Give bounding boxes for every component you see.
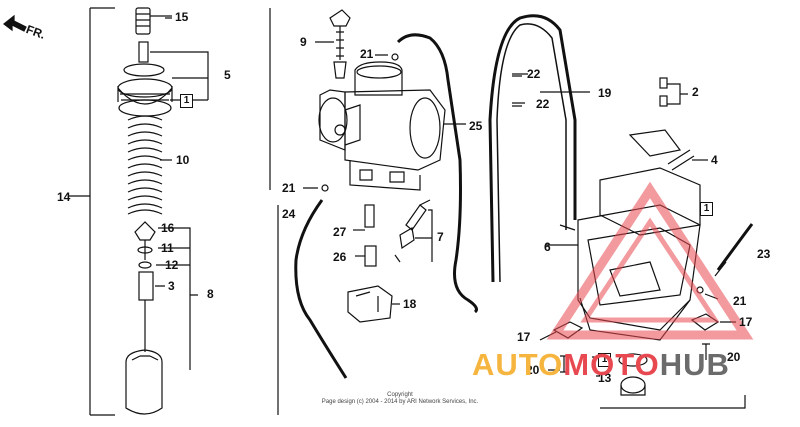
part-label-15[interactable]: 15 xyxy=(175,10,189,24)
part-label-2[interactable]: 2 xyxy=(692,85,699,99)
part-label-21a[interactable]: 21 xyxy=(360,47,374,61)
part-2-pin xyxy=(659,77,688,107)
part-23-hose xyxy=(716,223,754,271)
part-label-16[interactable]: 16 xyxy=(161,221,175,235)
part-26-jet xyxy=(355,245,377,267)
part-19-cable-b xyxy=(496,23,567,283)
frame-a xyxy=(89,7,115,416)
part-label-9[interactable]: 9 xyxy=(300,35,307,49)
part-label-22b[interactable]: 22 xyxy=(536,97,550,111)
part-label-27[interactable]: 27 xyxy=(333,225,347,239)
watermark-part-moto: MOTO xyxy=(563,347,660,382)
part-16-needle-holder xyxy=(134,221,191,370)
part-label-20b[interactable]: 20 xyxy=(727,350,741,364)
part-label-6[interactable]: 6 xyxy=(544,240,551,254)
frame-b xyxy=(269,8,746,415)
part-label-10[interactable]: 10 xyxy=(176,153,190,167)
part-label-1b[interactable]: 1 xyxy=(700,202,713,216)
throttle-slide xyxy=(125,349,163,415)
part-label-25[interactable]: 25 xyxy=(469,119,483,133)
part-20-screws xyxy=(548,343,724,373)
part-10-spring xyxy=(127,115,172,215)
part-15-adjuster xyxy=(135,7,172,35)
part-label-23[interactable]: 23 xyxy=(757,247,771,261)
part-label-14[interactable]: 14 xyxy=(57,190,71,204)
part-4-screw xyxy=(667,149,695,171)
copyright-notice: Copyright Page design (c) 2004 - 2014 by… xyxy=(300,392,500,406)
part-9-screw xyxy=(315,9,351,79)
copyright-line-2: Page design (c) 2004 - 2014 by ARI Netwo… xyxy=(321,399,479,405)
copyright-line-1: Copyright xyxy=(387,392,413,398)
part-24-hose xyxy=(294,199,348,379)
part-label-12[interactable]: 12 xyxy=(165,258,179,272)
part-18-float xyxy=(347,285,400,323)
part-13-plug xyxy=(618,353,648,396)
carburetor-body xyxy=(318,61,446,191)
part-label-21b[interactable]: 21 xyxy=(282,181,296,195)
part-label-17b[interactable]: 17 xyxy=(739,315,753,329)
part-25-hose xyxy=(396,33,478,314)
part-19-cable xyxy=(488,14,577,283)
part-21-washer-a xyxy=(391,53,399,61)
part-label-19[interactable]: 19 xyxy=(598,86,612,100)
part-label-26[interactable]: 26 xyxy=(333,250,347,264)
watermark-part-hub: HUB xyxy=(659,347,730,382)
part-label-1a[interactable]: 1 xyxy=(180,94,193,108)
part-label-7[interactable]: 7 xyxy=(437,230,444,244)
part-label-22a[interactable]: 22 xyxy=(527,67,541,81)
watermark-text: AUTOMOTOHUB xyxy=(472,349,730,380)
part-label-4[interactable]: 4 xyxy=(711,153,718,167)
part-label-8[interactable]: 8 xyxy=(207,287,214,301)
part-label-3[interactable]: 3 xyxy=(168,279,175,293)
part-label-17a[interactable]: 17 xyxy=(517,330,531,344)
watermark-logo xyxy=(546,181,754,340)
part-label-20a[interactable]: 20 xyxy=(526,363,540,377)
part-27-jet xyxy=(353,204,375,231)
part-5-cap xyxy=(117,41,209,117)
part-7-valve xyxy=(394,199,433,263)
watermark-part-auto: AUTO xyxy=(472,347,564,382)
part-21-washer-b xyxy=(321,184,329,192)
part-label-1c[interactable]: 1 xyxy=(598,353,611,367)
part-label-18[interactable]: 18 xyxy=(403,297,417,311)
part-label-24[interactable]: 24 xyxy=(282,207,296,221)
part-22-clip-a xyxy=(512,75,522,107)
leader-lines xyxy=(68,17,719,377)
part-label-13[interactable]: 13 xyxy=(598,371,612,385)
part-label-5[interactable]: 5 xyxy=(224,68,231,82)
part-label-11[interactable]: 11 xyxy=(161,241,174,255)
direction-arrow-icon xyxy=(3,14,27,32)
part-label-21c[interactable]: 21 xyxy=(733,294,747,308)
